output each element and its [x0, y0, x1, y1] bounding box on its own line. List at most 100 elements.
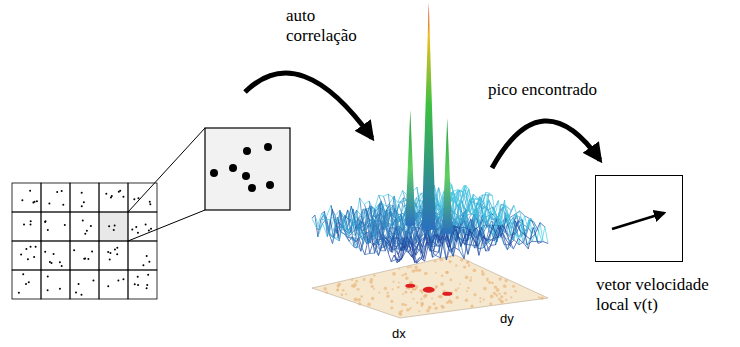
floor-speck [390, 306, 393, 309]
floor-speck [421, 291, 424, 294]
grid-dot [150, 228, 152, 230]
grid-dot [30, 223, 32, 225]
grid-dot [21, 199, 23, 201]
grid-dot [80, 294, 82, 296]
step-label: auto correlação [286, 6, 368, 47]
grid-dot [146, 284, 148, 286]
floor-speck [466, 290, 468, 292]
floor-speck [439, 258, 443, 262]
grid-dot [78, 283, 80, 285]
surface-line [394, 220, 542, 262]
grid-dot [81, 192, 83, 194]
correlation-peak [405, 110, 415, 226]
floor-speck [337, 289, 339, 291]
floor-speck [404, 304, 406, 306]
floor-speck [483, 287, 487, 291]
grid-dot [105, 193, 107, 195]
floor-speck [498, 293, 500, 295]
floor-speck [357, 298, 361, 302]
grid-dot [109, 252, 111, 254]
floor-speck [398, 268, 400, 270]
floor-speck [355, 280, 358, 283]
floor-texture [323, 256, 543, 316]
correlation-peak [442, 118, 452, 234]
floor-speck [496, 288, 500, 292]
grid-cell [70, 183, 99, 212]
floor-speck [469, 279, 472, 282]
floor-speck [504, 292, 507, 295]
grid-dot [107, 251, 109, 253]
grid-dot [116, 247, 118, 249]
grid-dot [113, 229, 115, 231]
grid-dot [87, 258, 89, 260]
floor-speck [373, 288, 375, 290]
node-caption: vetor velocidade local v(t) [596, 275, 736, 316]
curved-arrow [245, 73, 372, 138]
step-label: pico encontrado [488, 80, 618, 100]
particle-dots [210, 143, 274, 192]
grid-dot [131, 228, 133, 230]
floor-speck [404, 273, 407, 276]
floor-speck [392, 288, 394, 290]
grid-dot [114, 224, 116, 226]
floor-speck [435, 285, 438, 288]
floor-speck [414, 266, 417, 269]
surface-line [400, 226, 548, 263]
floor-speck [455, 264, 457, 266]
grid-cell [99, 183, 128, 212]
grid-cell [70, 241, 99, 270]
grid-dot [53, 253, 55, 255]
grid-dot [28, 281, 30, 283]
floor-speck [337, 284, 340, 287]
grid-dot [30, 220, 32, 222]
zoom-line [128, 210, 205, 241]
grid-cell [41, 183, 70, 212]
grid-cell [12, 241, 41, 270]
grid-cell [99, 241, 128, 270]
floor-speck [418, 310, 420, 312]
grid-cell [99, 212, 128, 241]
floor-speck [373, 274, 376, 277]
grid-dot [146, 287, 148, 289]
grid-cell [41, 241, 70, 270]
floor-speck [459, 283, 461, 285]
grid-dot [137, 197, 139, 199]
floor-speck [428, 306, 432, 310]
grid-dot [117, 279, 119, 281]
floor-speck [424, 272, 428, 276]
curved-arrow [492, 121, 600, 168]
grid-dot [22, 273, 24, 275]
floor-speck [415, 268, 418, 271]
floor-speck [456, 296, 459, 299]
floor-speck [442, 306, 445, 309]
floor-speck [435, 287, 437, 289]
grid-dot [20, 254, 22, 256]
grid-dot [59, 261, 61, 263]
floor-speck [510, 296, 512, 298]
floor-speck [445, 271, 448, 274]
floor-speck [538, 296, 540, 298]
grid-cell [99, 270, 128, 299]
grid-dot [142, 264, 144, 266]
grid-dot [62, 204, 64, 206]
floor-peak-mark [442, 292, 452, 296]
floor-peak-mark [405, 284, 415, 288]
grid-dot [108, 225, 110, 227]
floor-speck [406, 308, 409, 311]
grid-cell [12, 212, 41, 241]
grid-cell [41, 270, 70, 299]
grid-dot [110, 197, 112, 199]
floor-speck [463, 265, 466, 268]
floor-speck [420, 302, 424, 306]
grid-dot [109, 258, 111, 260]
grid-dot [90, 225, 92, 227]
floor-speck [390, 300, 393, 303]
floor-speck [401, 303, 404, 306]
grid-dot [27, 258, 29, 260]
floor-speck [336, 288, 339, 291]
floor-peak-mark [423, 287, 435, 293]
grid-dot [147, 274, 149, 276]
floor-speck [358, 302, 361, 305]
grid-dot [84, 258, 86, 260]
floor-speck [426, 309, 430, 313]
